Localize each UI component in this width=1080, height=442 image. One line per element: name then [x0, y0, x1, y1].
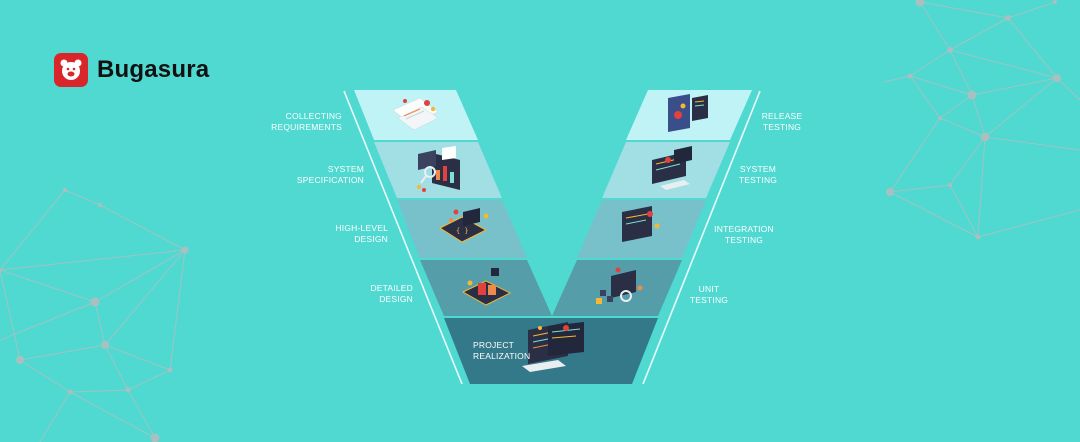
bear-face-icon	[54, 53, 88, 87]
release-testing-icon	[668, 94, 708, 132]
network-decoration-left	[0, 189, 186, 442]
label-unit-testing: Unit Testing	[689, 284, 729, 305]
brand-logo[interactable]: Bugasura	[54, 52, 209, 88]
high-level-design-icon: { }	[438, 208, 489, 243]
label-system-testing: System Testing	[738, 164, 778, 185]
label-collecting-requirements: Collecting Requirements	[271, 111, 342, 132]
requirements-document-icon	[392, 97, 439, 131]
detailed-design-icon	[461, 268, 512, 306]
network-nodes-right	[886, 0, 1061, 240]
svg-text:{ }: { }	[456, 227, 469, 235]
label-project-realization: Project Realization	[473, 340, 531, 361]
system-testing-icon	[652, 146, 692, 190]
specification-chart-icon	[417, 146, 460, 192]
left-guide-line	[343, 90, 463, 385]
network-decoration-right	[883, 1, 1080, 238]
label-integration-testing: Integration Testing	[714, 224, 774, 245]
network-nodes-left	[0, 187, 189, 442]
unit-testing-icon	[596, 267, 643, 304]
label-high-level-design: High-Level Design	[335, 223, 388, 244]
label-detailed-design: Detailed Design	[370, 283, 413, 304]
label-system-specification: System Specification	[296, 164, 364, 185]
right-guide-line	[642, 90, 761, 385]
project-realization-computer-icon	[522, 322, 584, 372]
integration-testing-icon	[622, 206, 660, 242]
brand-name: Bugasura	[97, 56, 210, 83]
label-release-testing: Release Testing	[761, 111, 803, 132]
